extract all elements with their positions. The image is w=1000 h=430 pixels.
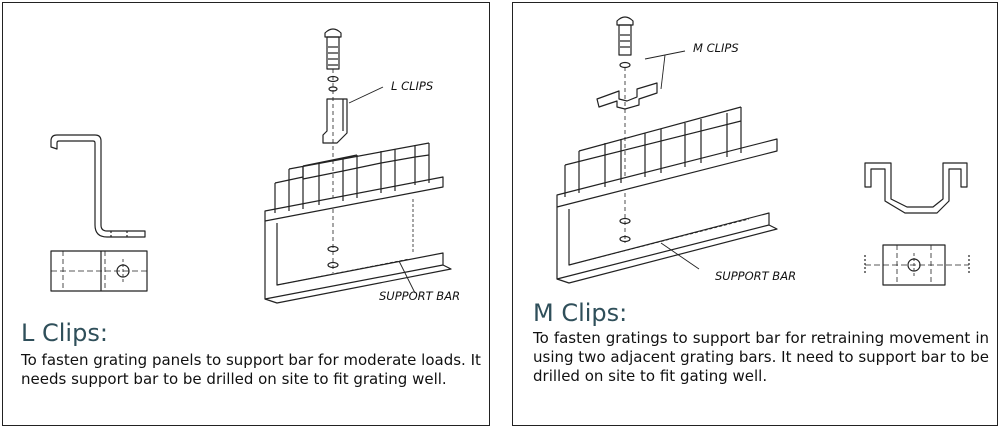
m-support-bar-callout-label: SUPPORT BAR [715,269,797,283]
l-grating [264,142,444,222]
m-clips-panel: M CLIPS SUPPORT BAR M Clips: To fasten g… [512,2,998,426]
l-clip-top-view [50,250,148,292]
l-bolt-assembly [322,28,384,273]
l-support-bar-callout-label: SUPPORT BAR [379,289,461,303]
m-clip-top-view [864,244,970,286]
m-clips-callout-label: M CLIPS [693,41,739,55]
l-support-bar [264,199,452,304]
l-clips-panel: L CLIPS SUPPORT BAR L Clips: To fasten g… [2,2,490,426]
m-clips-drawing [556,16,970,286]
l-clips-drawing [50,28,452,304]
m-support-bar [556,207,778,284]
m-clips-title: M Clips: [533,299,628,327]
m-grating [556,106,778,208]
m-clips-description: To fasten gratings to support bar for re… [533,329,989,385]
l-clips-title: L Clips: [21,319,108,347]
l-clip-profile [50,134,146,238]
l-clips-callout-label: L CLIPS [391,79,434,93]
m-clip-profile [864,162,968,214]
l-clips-description: To fasten grating panels to support bar … [21,351,481,388]
m-bolt-assembly [596,16,686,243]
